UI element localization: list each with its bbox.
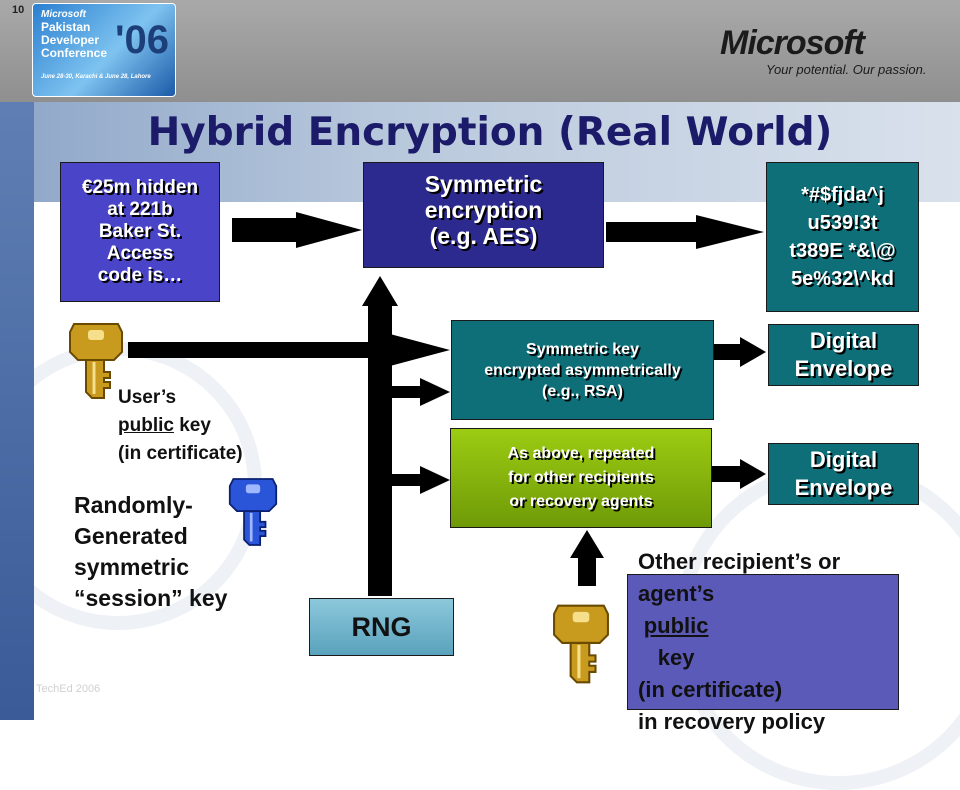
- user-public-key-label: User’s public key (in certificate): [118, 387, 243, 464]
- blue-key-icon: [228, 478, 278, 546]
- conference-logo-dates: June 28-30, Karachi & June 28, Lahore: [41, 74, 151, 80]
- session-key-label: Randomly- Generated symmetric “session” …: [74, 492, 228, 611]
- digital-envelope-box-1: Digital Envelope: [768, 324, 919, 386]
- conference-logo-name: Pakistan Developer Conference: [41, 20, 108, 60]
- arrow-rng-to-symmetric: [362, 276, 398, 596]
- microsoft-tagline: Your potential. Our passion.: [766, 62, 927, 77]
- rng-box: RNG: [309, 598, 454, 656]
- plaintext-box: €25m hidden at 221b Baker St. Access cod…: [60, 162, 220, 302]
- arrow-otherkey-to-repeat: [570, 530, 604, 586]
- gold-key-icon: [69, 323, 123, 399]
- arrow-plaintext-to-symmetric: [232, 212, 362, 248]
- arrow-rng-to-repeat: [392, 466, 450, 494]
- repeat-recipients-box: As above, repeated for other recipients …: [450, 428, 712, 528]
- asymmetric-encryption-box: Symmetric key encrypted asymmetrically (…: [451, 320, 714, 420]
- arrow-rng-to-asym: [392, 378, 450, 406]
- symmetric-encryption-box: Symmetric encryption (e.g. AES): [363, 162, 604, 268]
- digital-envelope-box-2: Digital Envelope: [768, 443, 919, 505]
- left-accent-strip: [0, 102, 34, 720]
- ciphertext-box: *#$fjda^j u539!3t t389E *&\@ 5e%32\^kd: [766, 162, 919, 312]
- conference-logo-year: '06: [114, 18, 169, 62]
- slide-number: 10: [12, 4, 25, 16]
- arrow-symmetric-to-ciphertext: [606, 215, 764, 249]
- arrow-userkey-to-asym: [128, 334, 450, 366]
- watermark: TechEd 2006: [36, 683, 101, 695]
- conference-logo-brand: Microsoft: [41, 9, 86, 20]
- gold-key-icon: [553, 604, 609, 684]
- conference-logo: Microsoft Pakistan Developer Conference …: [32, 3, 176, 97]
- arrow-asym-to-envelope1: [714, 337, 766, 367]
- page-title: Hybrid Encryption (Real World): [147, 110, 833, 155]
- other-recipient-box: Other recipient’s or agent’s public key …: [627, 549, 899, 734]
- diagram-arrows: [128, 212, 766, 596]
- microsoft-logo: Microsoft: [720, 24, 865, 62]
- arrow-repeat-to-envelope2: [712, 459, 766, 489]
